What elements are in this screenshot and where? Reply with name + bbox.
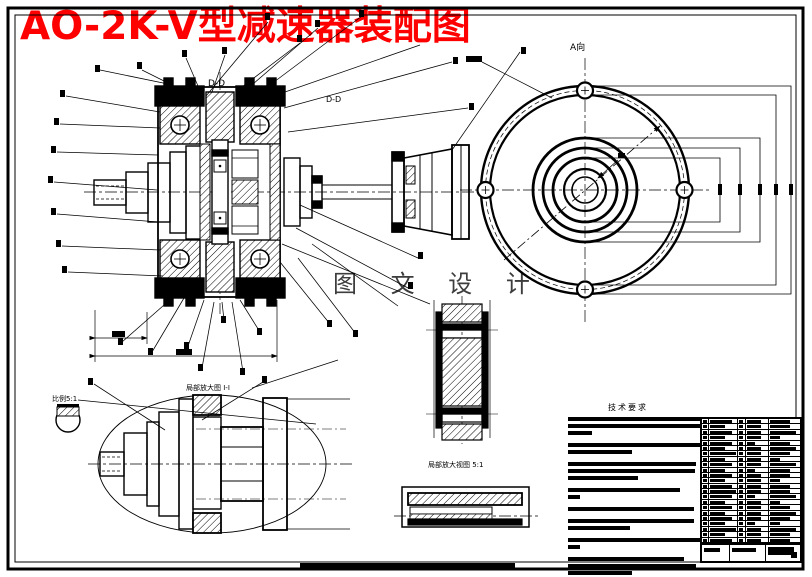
- vertical-section-view: [426, 296, 498, 444]
- dimension-text-mark: [112, 331, 125, 337]
- table-row: [702, 532, 800, 538]
- technical-requirements-lines: [568, 417, 708, 575]
- sheet-frame: [6, 6, 805, 571]
- diameter-dimensions: [590, 85, 793, 295]
- table-row: [702, 429, 800, 436]
- detail-left-scale: 比例5:1: [52, 394, 77, 403]
- technical-requirements: 技术要求: [568, 402, 708, 575]
- table-row: [702, 483, 800, 490]
- end-view: [460, 58, 793, 322]
- part-number-marker: [262, 376, 267, 383]
- table-row: [702, 516, 800, 522]
- title-block-stamp: [791, 552, 797, 558]
- part-leaders: [48, 10, 553, 375]
- watermark-text: 图 文 设 计: [333, 270, 543, 298]
- part-number-markers: [48, 10, 526, 375]
- section-label-dd: D-D: [208, 79, 225, 89]
- table-row: [702, 424, 800, 430]
- table-row: [702, 472, 800, 479]
- view-labels: D-D D-D A向 局部放大图 I-I 比例5:1 局部放大视图 5:1: [52, 41, 585, 469]
- table-row: [702, 440, 800, 446]
- bolt-holes: [476, 81, 694, 299]
- drawing-title: AO-2K-V型减速器装配图: [20, 4, 471, 49]
- table-row: [702, 419, 800, 425]
- horizontal-detail-view: [394, 486, 540, 528]
- table-row: [702, 435, 800, 441]
- table-row: [702, 478, 800, 484]
- table-row: [702, 499, 800, 506]
- table-row: [702, 494, 800, 500]
- view-a-label: A向: [570, 41, 585, 53]
- table-row: [702, 526, 800, 533]
- table-row: [702, 521, 800, 527]
- technical-requirements-title: 技术要求: [608, 403, 648, 412]
- part-number-marker: [88, 378, 93, 385]
- parts-list-table: [700, 417, 802, 563]
- table-row: [702, 445, 800, 452]
- table-row: [702, 510, 800, 517]
- parts-list-rows: [702, 419, 800, 543]
- main-dimensions: [89, 300, 278, 362]
- main-assembly-view: [84, 72, 478, 314]
- title-block-footer: [702, 543, 800, 561]
- border-mark: [300, 563, 515, 570]
- table-row: [702, 462, 800, 468]
- table-row: [702, 489, 800, 495]
- table-row: [702, 537, 800, 543]
- detail-mid-title: 局部放大视图 5:1: [428, 460, 484, 469]
- section-label-dd2: D-D: [326, 95, 341, 104]
- table-row: [702, 505, 800, 511]
- dimension-text-mark: [618, 153, 625, 158]
- table-row: [702, 456, 800, 463]
- enlarged-detail-view: [55, 359, 352, 534]
- dimension-text-mark: [176, 349, 192, 355]
- callout-text-mark: [466, 56, 482, 62]
- table-row: [702, 451, 800, 457]
- detail-left-title: 局部放大图 I-I: [186, 383, 230, 392]
- table-row: [702, 467, 800, 473]
